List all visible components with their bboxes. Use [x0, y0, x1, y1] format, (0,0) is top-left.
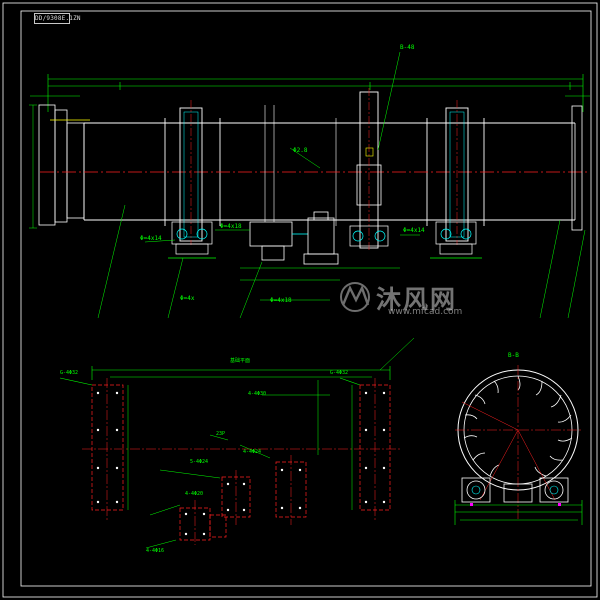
drawing-number-box: DD/9308E.1ZN [34, 13, 81, 24]
svg-text:4-4Φ16: 4-4Φ16 [146, 548, 164, 554]
svg-text:4-4Φ30: 4-4Φ30 [248, 391, 266, 397]
svg-text:Φ=4x18: Φ=4x18 [270, 297, 292, 304]
upper-columns [264, 105, 275, 222]
section-markers [470, 503, 561, 506]
svg-text:4-4Φ20: 4-4Φ20 [185, 491, 203, 497]
anchor-bolts [96, 391, 386, 536]
pinion-bearing [349, 225, 389, 247]
svg-text:Φ=4x18: Φ=4x18 [220, 223, 242, 230]
section-centerlines [455, 365, 582, 520]
roller-hubs [471, 485, 559, 495]
section-rollers [461, 477, 569, 503]
outlet-head [571, 105, 583, 231]
svg-text:Φ=4x14: Φ=4x14 [403, 227, 425, 234]
section-bb: B-B [454, 352, 583, 525]
foundation-labels: G-4Φ32 G-4Φ32 基础平面 4-4Φ30 4-4Φ24 5-4Φ24 … [60, 357, 348, 554]
inlet-dimensions [29, 104, 37, 229]
svg-text:5-4Φ24: 5-4Φ24 [190, 459, 208, 465]
watermark-brand: 沐风网 [376, 285, 458, 314]
svg-text:Φ=4x: Φ=4x [180, 295, 195, 302]
tyre-ring-right [445, 100, 469, 245]
foundation-dimensions [59, 366, 391, 386]
support-station-left [168, 221, 216, 259]
svg-text:Φ2.8: Φ2.8 [293, 147, 308, 154]
pier-center [179, 461, 307, 541]
tyre-ring-left [179, 100, 203, 245]
foundation-side-dimensions [127, 380, 353, 549]
support-station-right [430, 221, 482, 259]
watermark-url: www.mfcad.com [388, 307, 463, 317]
drive-motor [249, 221, 308, 261]
overall-dimension-lines [30, 74, 590, 112]
foundation-plan: G-4Φ32 G-4Φ32 基础平面 4-4Φ30 4-4Φ24 5-4Φ24 … [59, 357, 400, 554]
section-label: B-B [508, 352, 519, 359]
lifting-flights [463, 375, 573, 477]
inlet-head [38, 104, 90, 226]
svg-text:G-4Φ32: G-4Φ32 [60, 370, 78, 376]
svg-text:G-4Φ32: G-4Φ32 [330, 370, 348, 376]
leader-labels: B-48 Φ2.8 Φ=4x18 Φ=4x14 Φ=4x18 Φ=4x14 Φ=… [140, 44, 425, 304]
section-base [454, 500, 583, 525]
svg-text:4-4Φ24: 4-4Φ24 [243, 449, 261, 455]
foundation-axes [82, 378, 400, 545]
inner-frame [20, 10, 592, 587]
pier-left [91, 384, 124, 511]
drive-base-dimensions [240, 267, 400, 301]
svg-text:B-48: B-48 [400, 44, 415, 51]
svg-text:Φ=4x14: Φ=4x14 [140, 235, 162, 242]
mf-logo-icon [340, 282, 370, 312]
svg-text:23P: 23P [216, 431, 225, 437]
drum-elevation-view: B-48 Φ2.8 Φ=4x18 Φ=4x14 Φ=4x18 Φ=4x14 Φ=… [29, 44, 590, 371]
leader-lines [97, 51, 586, 371]
reducer [303, 211, 339, 265]
girth-gear [356, 88, 382, 250]
svg-text:基础平面: 基础平面 [230, 357, 250, 364]
